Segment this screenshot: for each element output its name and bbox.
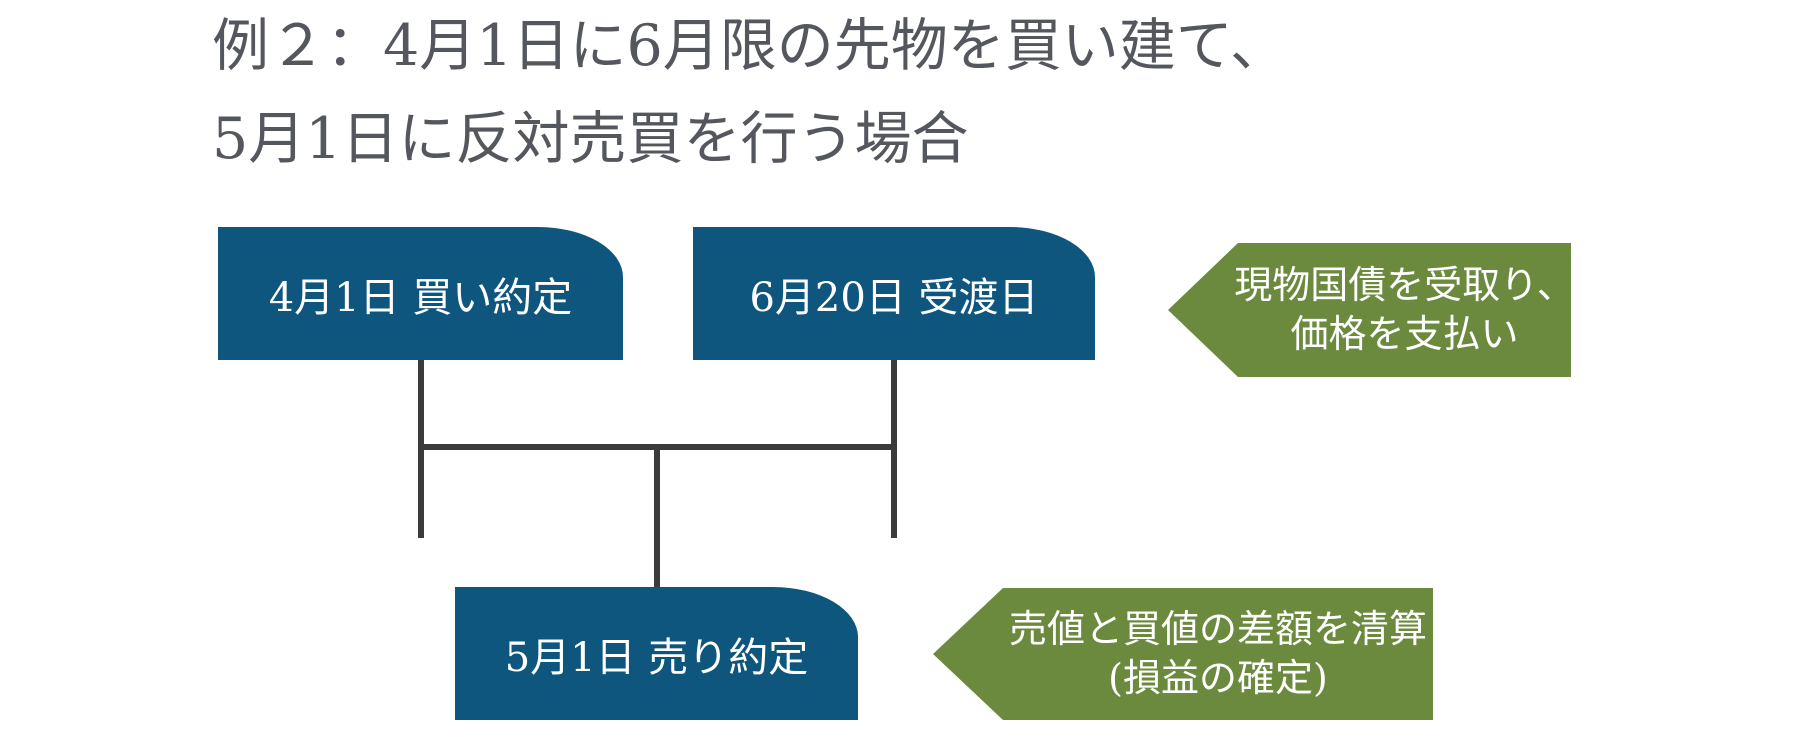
callout-delivery-line-2: 価格を支払い bbox=[1290, 312, 1519, 356]
timeline-node-sell: 5月1日 売り約定 bbox=[455, 587, 858, 720]
connector-vertical-to-sell bbox=[654, 447, 660, 587]
slide-title-line-1: 例２：4月1日に6月限の先物を買い建て、 bbox=[212, 13, 1287, 79]
timeline-node-sell-label: 5月1日 売り約定 bbox=[504, 634, 809, 681]
slide-title: 例２：4月1日に6月限の先物を買い建て、 5月1日に反対売買を行う場合 bbox=[212, 0, 1287, 186]
timeline-node-delivery: 6月20日 受渡日 bbox=[693, 227, 1095, 360]
callout-delivery: 現物国債を受取り、 価格を支払い bbox=[1168, 243, 1571, 377]
callout-settlement: 売値と買値の差額を清算 (損益の確定) bbox=[933, 588, 1433, 720]
callout-settlement-line-2: (損益の確定) bbox=[1108, 656, 1328, 700]
callout-settlement-line-1: 売値と買値の差額を清算 bbox=[1008, 607, 1427, 651]
timeline-node-buy-label: 4月1日 買い約定 bbox=[268, 274, 573, 321]
timeline-node-delivery-label: 6月20日 受渡日 bbox=[749, 274, 1039, 321]
timeline-node-buy: 4月1日 買い約定 bbox=[218, 227, 623, 360]
callout-delivery-line-1: 現物国債を受取り、 bbox=[1234, 263, 1575, 307]
slide-title-line-2: 5月1日に反対売買を行う場合 bbox=[212, 106, 969, 172]
